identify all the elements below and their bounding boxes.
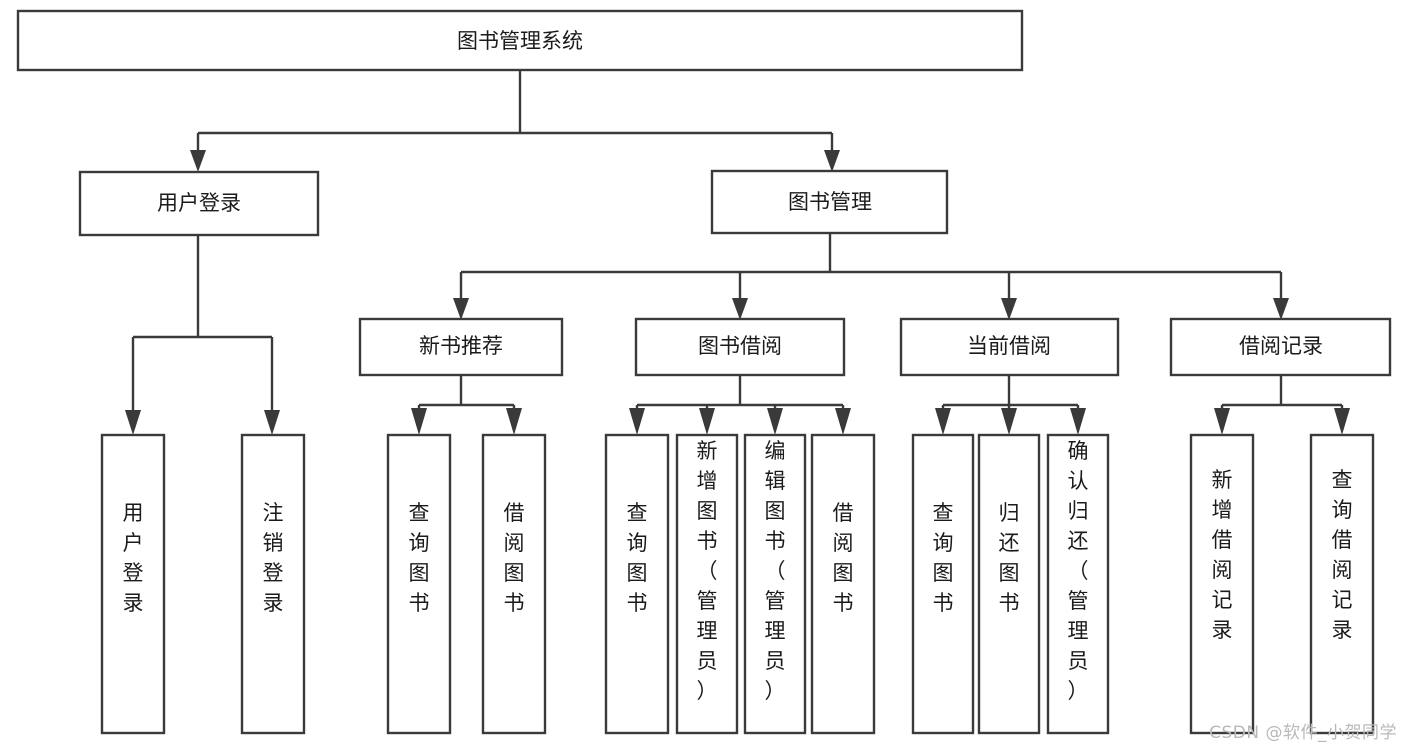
arrowhead-leaf-return-book: [1001, 408, 1017, 435]
node-current-borrow[interactable]: 当前借阅: [899, 317, 1120, 377]
node-leaf-user-login-box[interactable]: [100, 433, 166, 735]
arrowhead-leaf-borrow-book-1: [506, 408, 522, 435]
csdn-watermark: CSDN @软件_小贺同学: [1209, 723, 1397, 743]
node-leaf-return-book[interactable]: 归还图书: [977, 433, 1041, 735]
node-user-login-box[interactable]: [78, 170, 320, 237]
node-new-book-rec[interactable]: 新书推荐: [358, 317, 564, 377]
arrowhead-leaf-user-login: [125, 410, 141, 435]
node-leaf-query-record-label: 查询借阅记录: [1332, 468, 1353, 642]
node-new-book-rec-box[interactable]: [358, 317, 564, 377]
node-root-box[interactable]: [16, 9, 1024, 72]
node-leaf-add-record[interactable]: 新增借阅记录: [1189, 433, 1255, 735]
node-leaf-query-record[interactable]: 查询借阅记录: [1309, 433, 1375, 735]
node-root-label: 图书管理系统: [457, 29, 583, 53]
node-leaf-logout-label: 注销登录: [263, 501, 284, 615]
arrowhead-leaf-edit-book: [767, 408, 783, 435]
node-borrow-record-box[interactable]: [1169, 317, 1392, 377]
node-book-borrow[interactable]: 图书借阅: [634, 317, 846, 377]
node-book-borrow-label: 图书借阅: [698, 334, 782, 358]
node-leaf-query-book-3-box[interactable]: [911, 433, 975, 735]
node-leaf-logout-box[interactable]: [240, 433, 306, 735]
node-leaf-query-book-3[interactable]: 查询图书: [911, 433, 975, 735]
arrowhead-leaf-borrow-book-2: [835, 408, 851, 435]
arrowhead-leaf-query-book-1: [411, 408, 427, 435]
node-leaf-return-book-label: 归还图书: [999, 501, 1020, 615]
node-leaf-query-book-2-box[interactable]: [604, 433, 670, 735]
node-leaf-add-book-box[interactable]: [675, 433, 739, 735]
node-user-login-label: 用户登录: [157, 191, 241, 215]
node-root[interactable]: 图书管理系统: [16, 9, 1024, 72]
node-leaf-borrow-book-1[interactable]: 借阅图书: [481, 433, 547, 735]
arrowhead-leaf-query-book-3: [935, 408, 951, 435]
node-leaf-user-login[interactable]: 用户登录: [100, 433, 166, 735]
edge-layer: [125, 70, 1350, 435]
node-leaf-borrow-book-1-label: 借阅图书: [504, 501, 525, 615]
node-book-mgmt-box[interactable]: [710, 169, 949, 235]
node-leaf-add-book-label: 新增图书（管理员）: [697, 439, 718, 703]
arrowhead-leaf-add-record: [1214, 408, 1230, 435]
node-leaf-query-book-2[interactable]: 查询图书: [604, 433, 670, 735]
node-leaf-edit-book-box[interactable]: [743, 433, 807, 735]
node-leaf-return-book-box[interactable]: [977, 433, 1041, 735]
node-leaf-query-record-box[interactable]: [1309, 433, 1375, 735]
arrowhead-leaf-add-book: [699, 408, 715, 435]
node-leaf-edit-book[interactable]: 编辑图书（管理员）: [743, 433, 807, 735]
node-leaf-confirm-return[interactable]: 确认归还（管理员）: [1046, 433, 1110, 735]
node-user-login[interactable]: 用户登录: [78, 170, 320, 237]
node-book-mgmt[interactable]: 图书管理: [710, 169, 949, 235]
node-leaf-borrow-book-2-label: 借阅图书: [833, 501, 854, 615]
arrowhead-book-borrow: [732, 298, 748, 320]
node-borrow-record-label: 借阅记录: [1239, 334, 1323, 358]
node-leaf-add-record-box[interactable]: [1189, 433, 1255, 735]
arrowhead-book-mgmt: [824, 150, 840, 172]
node-leaf-add-book[interactable]: 新增图书（管理员）: [675, 433, 739, 735]
node-leaf-query-book-1-box[interactable]: [386, 433, 452, 735]
node-leaf-borrow-book-2[interactable]: 借阅图书: [810, 433, 876, 735]
arrowhead-leaf-logout: [264, 410, 280, 435]
node-current-borrow-label: 当前借阅: [967, 334, 1051, 358]
node-leaf-borrow-book-2-box[interactable]: [810, 433, 876, 735]
node-leaf-query-book-1-label: 查询图书: [409, 501, 430, 615]
node-book-mgmt-label: 图书管理: [788, 190, 872, 214]
node-leaf-user-login-label: 用户登录: [123, 501, 144, 615]
node-leaf-query-book-2-label: 查询图书: [627, 501, 648, 615]
node-leaf-query-book-1[interactable]: 查询图书: [386, 433, 452, 735]
node-new-book-rec-label: 新书推荐: [419, 334, 503, 358]
arrowhead-user-login: [190, 150, 206, 172]
node-book-borrow-box[interactable]: [634, 317, 846, 377]
node-leaf-confirm-return-label: 确认归还（管理员）: [1068, 439, 1089, 703]
arrowhead-leaf-query-book-2: [629, 408, 645, 435]
node-leaf-borrow-book-1-box[interactable]: [481, 433, 547, 735]
arrowhead-leaf-query-record: [1334, 408, 1350, 435]
node-current-borrow-box[interactable]: [899, 317, 1120, 377]
arrowhead-borrow-record: [1273, 298, 1289, 320]
arrowhead-leaf-confirm-return: [1070, 408, 1086, 435]
node-leaf-confirm-return-box[interactable]: [1046, 433, 1110, 735]
node-leaf-add-record-label: 新增借阅记录: [1212, 468, 1233, 642]
arrowhead-new-book-rec: [453, 298, 469, 320]
node-leaf-query-book-3-label: 查询图书: [933, 501, 954, 615]
node-leaf-edit-book-label: 编辑图书（管理员）: [765, 439, 786, 703]
node-borrow-record[interactable]: 借阅记录: [1169, 317, 1392, 377]
node-leaf-logout[interactable]: 注销登录: [240, 433, 306, 735]
arrowhead-current-borrow: [1001, 298, 1017, 320]
node-layer: 图书管理系统 用户登录 图书管理 新书推荐 图书借阅 当前: [16, 9, 1392, 735]
